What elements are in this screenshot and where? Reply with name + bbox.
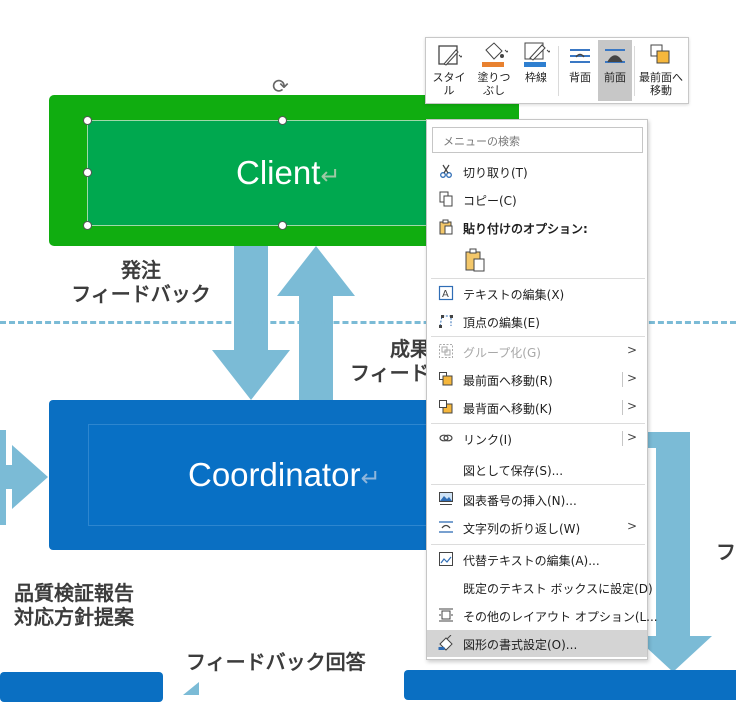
edit-points-icon (439, 315, 453, 328)
deliverable-feedback-label: 成果 フィード (350, 337, 430, 385)
menu-search-input[interactable]: メニューの検索 (432, 127, 643, 153)
menu-item-cut[interactable]: 切り取り(T) (427, 158, 647, 185)
coordinator-textbox[interactable] (88, 424, 428, 526)
menu-item-paste-options: 貼り付けのオプション: (427, 214, 647, 241)
resize-handle-middle-left[interactable] (83, 168, 92, 177)
chevron-right-icon[interactable]: > (626, 399, 637, 413)
menu-item-group[interactable]: グループ化(G) > (427, 338, 647, 365)
menu-item-format-shape[interactable]: 図形の書式設定(O)... (427, 630, 647, 657)
menu-item-edit-text[interactable]: A テキストの編集(X) (427, 280, 647, 307)
clipboard-icon (439, 219, 453, 235)
menu-item-edit-alt-text[interactable]: 代替テキストの編集(A)... (427, 546, 647, 573)
menu-item-send-to-back[interactable]: 最背面へ移動(K) > (427, 394, 647, 421)
bottom-right-shape[interactable] (404, 670, 736, 700)
bring-forward-icon (598, 40, 632, 68)
right-edge-label: フ (716, 540, 736, 564)
send-to-back-icon (439, 400, 453, 414)
svg-text:A: A (442, 289, 449, 300)
paint-bucket-icon (474, 40, 514, 68)
group-icon (439, 344, 453, 358)
chevron-right-icon[interactable]: > (626, 371, 637, 385)
order-feedback-label: 発注 フィードバック (71, 258, 211, 306)
right-down-arrow (634, 636, 712, 672)
wrap-text-icon (439, 521, 453, 533)
menu-item-insert-caption[interactable]: 図表番号の挿入(N)... (427, 486, 647, 513)
copy-icon (439, 191, 453, 207)
fill-button[interactable]: 塗りつ ぶし (474, 40, 514, 101)
link-icon (439, 434, 453, 442)
send-backward-button[interactable]: 背面 (563, 40, 597, 101)
scissors-icon (440, 164, 452, 178)
bring-to-front-icon (439, 372, 453, 386)
style-button[interactable]: スタイル (428, 40, 470, 101)
menu-item-wrap-text[interactable]: 文字列の折り返し(W) > (427, 514, 647, 541)
context-menu: メニューの検索 切り取り(T) コピー(C) 貼り付けのオプション: A テキス… (426, 119, 658, 660)
client-label: Client↵ (236, 154, 341, 191)
feedback-answer-label: フィードバック回答 (186, 650, 366, 674)
alt-text-icon (439, 552, 453, 566)
paste-keep-source-button[interactable] (427, 244, 647, 276)
resize-handle-bottom-left[interactable] (83, 221, 92, 230)
resize-handle-bottom-center[interactable] (278, 221, 287, 230)
mini-toolbar: スタイル 塗りつ ぶし 枠線 背面 前面 最前面へ 移動 (425, 37, 689, 104)
menu-item-copy[interactable]: コピー(C) (427, 186, 647, 213)
resize-handle-top-left[interactable] (83, 116, 92, 125)
left-edge-bar (0, 430, 6, 525)
right-horizontal-bar (646, 432, 690, 448)
pen-outline-icon (516, 40, 556, 68)
menu-item-link[interactable]: リンク(I) > (427, 425, 647, 452)
chevron-right-icon: > (626, 519, 637, 533)
menu-item-bring-to-front[interactable]: 最前面へ移動(R) > (427, 366, 647, 393)
outline-button[interactable]: 枠線 (516, 40, 556, 101)
send-backward-icon (563, 40, 597, 68)
bring-to-front-icon (636, 40, 686, 68)
text-box-icon: A (438, 285, 454, 301)
dashed-divider (0, 321, 736, 324)
chevron-right-icon: > (626, 343, 637, 357)
chevron-right-icon[interactable]: > (626, 430, 637, 444)
menu-item-more-layout-options[interactable]: その他のレイアウト オプション(L... (427, 602, 658, 629)
bottom-left-shape[interactable] (0, 672, 163, 702)
menu-item-edit-points[interactable]: 頂点の編集(E) (427, 308, 647, 335)
coordinator-label: Coordinator↵ (188, 456, 381, 493)
bottom-small-arrow (183, 682, 199, 695)
layout-options-icon (439, 608, 453, 622)
caption-icon (439, 492, 453, 505)
menu-item-save-as-picture[interactable]: 図として保存(S)... (463, 464, 564, 478)
bring-forward-button[interactable]: 前面 (598, 40, 632, 101)
right-vertical-bar (656, 436, 690, 636)
left-bar-arrow (0, 445, 48, 509)
style-icon (428, 40, 470, 68)
paste-icon (465, 248, 485, 272)
menu-item-set-default-textbox[interactable]: 既定のテキスト ボックスに設定(D) (463, 582, 653, 596)
bring-to-front-button[interactable]: 最前面へ 移動 (636, 40, 686, 101)
rotate-handle-icon[interactable]: ⟳ (272, 74, 289, 98)
resize-handle-top-center[interactable] (278, 116, 287, 125)
quality-report-label: 品質検証報告 対応方針提案 (14, 581, 134, 629)
format-shape-icon (438, 635, 453, 651)
